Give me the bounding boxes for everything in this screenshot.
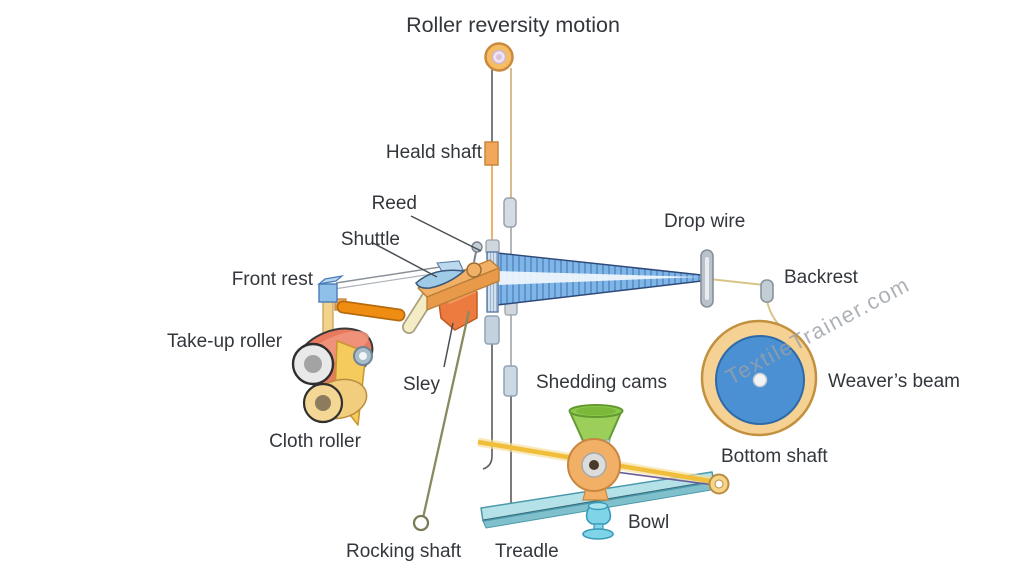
shedding-cams	[567, 404, 624, 501]
warp-sheet	[496, 252, 703, 306]
label-reed: Reed	[372, 193, 417, 214]
ratchet-ring	[353, 346, 373, 366]
reed-peg	[471, 241, 483, 263]
label-front-rest: Front rest	[232, 269, 314, 290]
label-treadle: Treadle	[495, 541, 559, 562]
bottom-shaft-end	[708, 473, 730, 495]
rocking-shaft	[412, 310, 471, 532]
label-backrest: Backrest	[784, 267, 859, 288]
drop-wire	[700, 249, 714, 308]
label-rocking-shaft: Rocking shaft	[346, 541, 462, 562]
take-up-roller-end	[291, 342, 335, 386]
race-board	[417, 259, 500, 311]
bowl	[582, 501, 614, 540]
label-sley: Sley	[403, 374, 440, 395]
heald-cords	[482, 68, 512, 513]
label-drop-wire: Drop wire	[664, 211, 745, 232]
label-heald-shaft: Heald shaft	[386, 142, 483, 163]
label-bowl: Bowl	[628, 512, 669, 533]
label-weavers-beam: Weaver’s beam	[828, 371, 960, 392]
label-shedding-cams: Shedding cams	[536, 372, 667, 393]
diagram-title: Roller reversity motion	[406, 13, 620, 37]
reversing-roller-pulley	[484, 42, 514, 72]
shuttle	[415, 260, 466, 289]
label-bottom-shaft: Bottom shaft	[721, 446, 828, 467]
pointer-lines	[372, 215, 482, 368]
weavers-beam	[700, 319, 818, 437]
label-cloth-roller: Cloth roller	[269, 431, 362, 452]
backrest	[760, 279, 774, 303]
label-shuttle: Shuttle	[341, 229, 400, 250]
cloth-roller	[302, 378, 368, 424]
label-take-up-roller: Take-up roller	[167, 331, 283, 352]
